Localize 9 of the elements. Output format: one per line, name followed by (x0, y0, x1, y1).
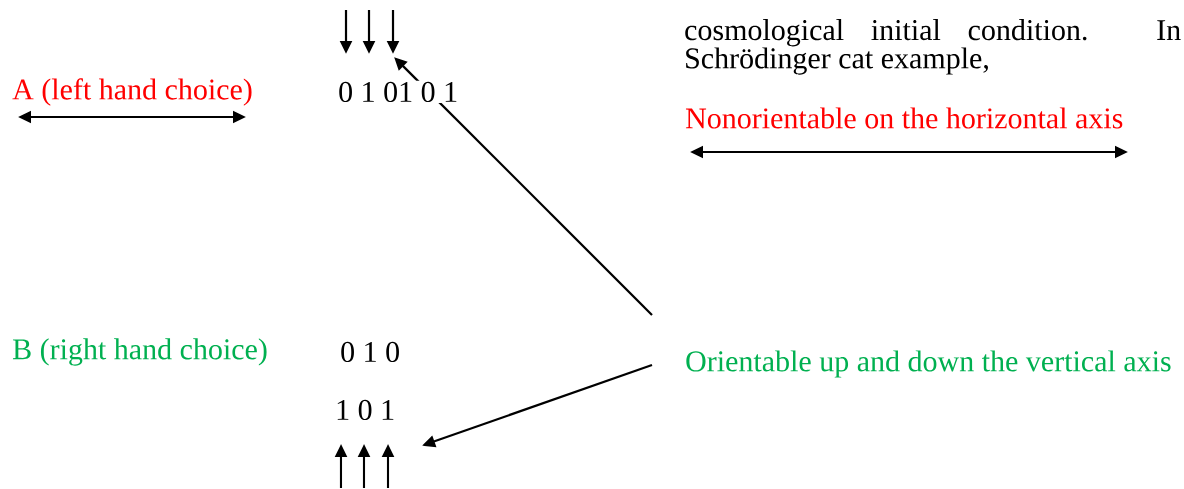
text-label: A (left hand choice) (11, 77, 254, 107)
text-label: 1 0 1 (334, 398, 397, 422)
paragraph-text: cosmological initial condition. In Schrödinger cat example, (685, 19, 1181, 75)
text-label: Nonorientable on the horizontal axis (684, 106, 1125, 130)
arrow (394, 57, 653, 316)
caption-text: Orientable up and down the vertical axis (686, 350, 1171, 378)
text-label: 0 1 0 (339, 340, 402, 364)
text-label: 0 1 01 0 1 (337, 80, 460, 104)
text-label: B (right hand choice) (11, 337, 269, 367)
